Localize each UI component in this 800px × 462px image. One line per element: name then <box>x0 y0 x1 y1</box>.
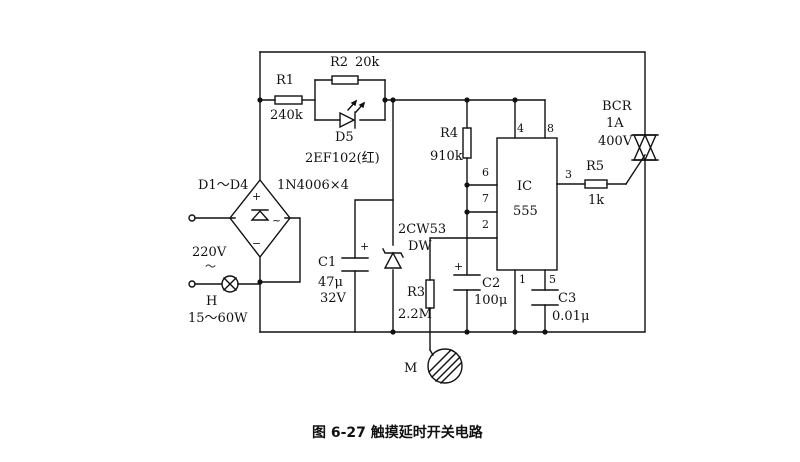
r5-value: 1k <box>588 193 604 208</box>
dw-label: DW <box>408 239 432 254</box>
c3-value: 0.01μ <box>552 309 589 324</box>
resistor-r5: R5 1k <box>584 159 608 208</box>
r1-value: 240k <box>270 108 303 123</box>
ic-pin-6: 6 <box>482 166 489 179</box>
ic-pin-2: 2 <box>482 218 489 231</box>
ic-value: 555 <box>513 204 538 219</box>
r3-label: R3 <box>407 285 425 300</box>
bridge-value: 1N4006×4 <box>277 178 349 193</box>
capacitor-c3: C3 0.01μ <box>531 289 589 324</box>
bridge-label: D1～D4 <box>198 178 248 193</box>
ic-label: IC <box>517 179 532 194</box>
bridge-rectifier: + − ~ D1～D4 1N4006×4 <box>198 178 349 259</box>
mains-terminals: 220V ～ <box>188 214 227 288</box>
svg-text:+: + <box>252 190 261 203</box>
triac-bcr: BCR 1A 400V <box>598 99 659 162</box>
r4-value: 910k <box>430 149 463 164</box>
svg-text:+: + <box>454 260 463 273</box>
capacitor-c2: + C2 100μ <box>453 260 507 308</box>
ic-pin-5: 5 <box>549 273 556 286</box>
lamp-rating: 15～60W <box>188 311 248 326</box>
c1-voltage: 32V <box>320 291 347 306</box>
bcr-voltage: 400V <box>598 134 633 149</box>
led-d5: D5 2EF102(红) <box>305 99 380 166</box>
r5-label: R5 <box>586 159 604 174</box>
wires <box>194 51 646 351</box>
touch-pad-m: M <box>404 348 463 384</box>
ic-555: IC 555 4 8 6 7 2 3 1 5 <box>482 122 572 286</box>
r4-label: R4 <box>440 126 458 141</box>
c1-label: C1 <box>318 255 336 270</box>
bcr-label: BCR <box>602 99 633 114</box>
capacitor-c1: + C1 47μ 32V <box>318 240 369 306</box>
resistor-r2: R2 20k <box>330 55 380 85</box>
resistor-r3: R3 2.2M <box>398 279 435 322</box>
figure-caption: 图 6-27 触摸延时开关电路 <box>312 424 484 441</box>
ic-pin-8: 8 <box>547 122 554 135</box>
c1-capacitance: 47μ <box>318 275 343 290</box>
resistor-r4: R4 910k <box>430 126 472 164</box>
touch-label: M <box>404 361 417 376</box>
r2-value: 20k <box>355 55 380 70</box>
mains-symbol: ～ <box>205 260 216 273</box>
lamp-label: H <box>206 294 217 309</box>
junctions <box>257 97 548 335</box>
r1-label: R1 <box>276 73 294 88</box>
r2-label: R2 <box>330 55 348 70</box>
svg-text:+: + <box>360 240 369 253</box>
d5-label: D5 <box>335 130 354 145</box>
ic-pin-7: 7 <box>482 192 489 205</box>
bcr-current: 1A <box>606 116 624 131</box>
lamp-h: H 15～60W <box>188 275 248 326</box>
c2-value: 100μ <box>474 293 507 308</box>
zener-dw: 2CW53 DW <box>382 222 446 269</box>
ic-pin-1: 1 <box>519 273 526 286</box>
resistor-r1: R1 240k <box>270 73 303 123</box>
d5-value: 2EF102(红) <box>305 150 380 166</box>
c2-label: C2 <box>482 276 500 291</box>
dw-part: 2CW53 <box>398 222 446 237</box>
r3-value: 2.2M <box>398 307 432 322</box>
svg-text:−: − <box>252 237 261 250</box>
mains-voltage: 220V <box>192 245 227 260</box>
c3-label: C3 <box>558 291 576 306</box>
svg-text:~: ~ <box>272 214 281 227</box>
ic-pin-3: 3 <box>565 168 572 181</box>
ic-pin-4: 4 <box>517 122 524 135</box>
